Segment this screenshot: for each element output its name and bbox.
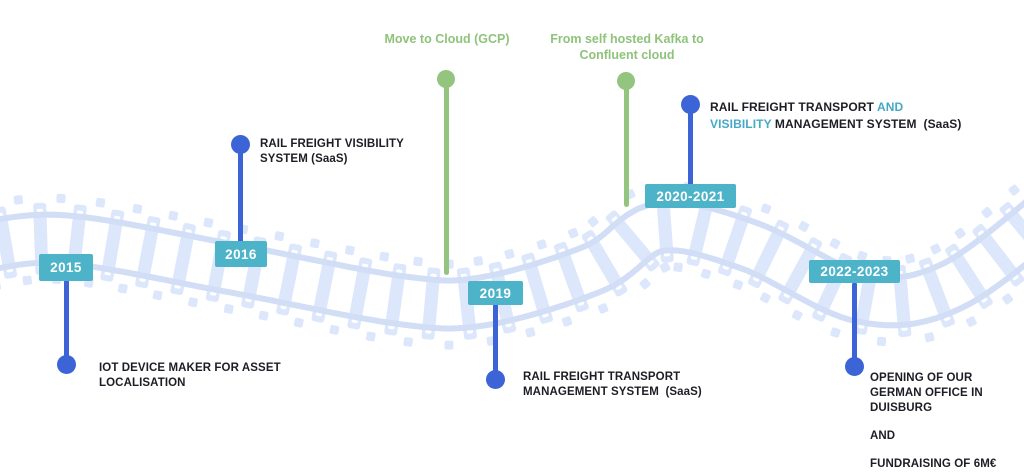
description-segment: RAIL FREIGHT TRANSPORT bbox=[710, 100, 877, 114]
connector-stem-2015 bbox=[64, 279, 69, 364]
description-line: SYSTEM (SaaS) bbox=[260, 153, 348, 165]
year-badge-2019: 2019 bbox=[468, 281, 523, 305]
milestone-description-2020-2021: RAIL FREIGHT TRANSPORT AND VISIBILITY MA… bbox=[710, 99, 961, 133]
description-line: MANAGEMENT SYSTEM (SaaS) bbox=[523, 386, 702, 398]
milestone-description-2019: RAIL FREIGHT TRANSPORT MANAGEMENT SYSTEM… bbox=[523, 370, 702, 400]
description-line: VISIBILITY MANAGEMENT SYSTEM (SaaS) bbox=[710, 116, 961, 133]
connector-stem-kafka bbox=[624, 81, 629, 207]
description-line: GERMAN OFFICE IN bbox=[870, 387, 983, 399]
timeline-dot-kafka bbox=[617, 72, 635, 90]
timeline-dot-2022-2023 bbox=[845, 357, 864, 376]
timeline-dot-2015 bbox=[57, 355, 76, 374]
cloud-event-line: Move to Cloud (GCP) bbox=[384, 32, 510, 46]
timeline-dot-2019 bbox=[486, 370, 505, 389]
description-segment-highlight: AND bbox=[876, 100, 904, 114]
description-line: OPENING OF OUR bbox=[870, 372, 973, 384]
year-badge-2020-2021: 2020-2021 bbox=[645, 184, 736, 208]
milestone-description-2016: RAIL FREIGHT VISIBILITY SYSTEM (SaaS) bbox=[260, 137, 404, 167]
description-line: RAIL FREIGHT TRANSPORT bbox=[523, 371, 681, 383]
year-badge-2016: 2016 bbox=[215, 241, 267, 267]
description-line: DUISBURG bbox=[870, 402, 933, 414]
timeline-dot-gcp bbox=[437, 70, 455, 88]
timeline-dot-2020-2021 bbox=[681, 95, 700, 114]
description-segment-highlight: VISIBILITY bbox=[710, 117, 772, 131]
connector-stem-2022-2023 bbox=[852, 282, 857, 366]
timeline-dot-2016 bbox=[231, 135, 250, 154]
year-badge-2015: 2015 bbox=[39, 254, 93, 281]
description-line: RAIL FREIGHT TRANSPORT AND bbox=[710, 99, 961, 116]
milestone-description-2015: IOT DEVICE MAKER FOR ASSET LOCALISATION bbox=[99, 361, 281, 391]
description-line: LOCALISATION bbox=[99, 377, 186, 389]
cloud-event-line: From self hosted Kafka to bbox=[550, 32, 704, 46]
description-line: IOT DEVICE MAKER FOR ASSET bbox=[99, 362, 281, 374]
connector-stem-2020-2021 bbox=[688, 104, 693, 186]
milestone-description-2022-2023: OPENING OF OUR GERMAN OFFICE IN DUISBURG… bbox=[870, 358, 996, 472]
connector-stem-2019 bbox=[493, 303, 498, 379]
description-line: FUNDRAISING OF 6M€ bbox=[870, 458, 997, 470]
cloud-event-label-kafka: From self hosted Kafka to Confluent clou… bbox=[532, 31, 722, 63]
connector-stem-gcp bbox=[444, 79, 449, 275]
description-line: AND bbox=[870, 430, 896, 442]
cloud-event-line: Confluent cloud bbox=[579, 48, 675, 62]
connector-stem-2016 bbox=[238, 144, 243, 243]
cloud-event-label-gcp: Move to Cloud (GCP) bbox=[357, 31, 537, 47]
description-segment: MANAGEMENT SYSTEM (SaaS) bbox=[771, 117, 962, 131]
year-badge-2022-2023: 2022-2023 bbox=[809, 260, 900, 283]
description-line: RAIL FREIGHT VISIBILITY bbox=[260, 138, 404, 150]
